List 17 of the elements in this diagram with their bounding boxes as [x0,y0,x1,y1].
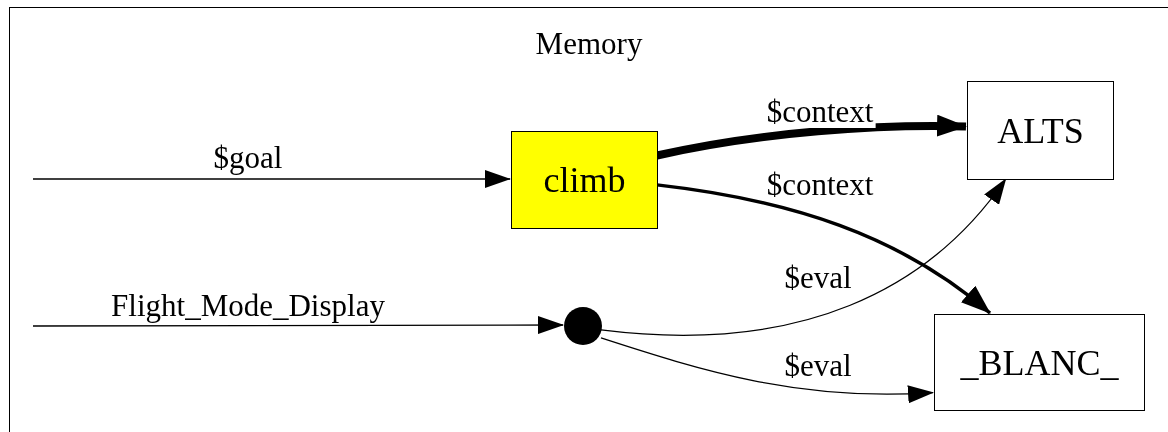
process-box [934,314,1145,411]
edge-label: Flight_Mode_Display [109,290,387,322]
memory-frame [9,7,1168,432]
node-label: ALTS [997,109,1084,152]
arrow [656,115,967,160]
junction-dot [564,307,602,345]
arrow [600,178,1007,336]
node-label: _BLANC_ [960,341,1119,384]
edge-label: $goal [211,142,285,174]
process-box [511,131,658,229]
process-box [967,81,1114,180]
arrow [656,183,992,315]
node-label: climb [543,159,626,201]
arrow [600,337,934,403]
arrow [32,170,511,188]
arrow [32,316,564,335]
group-title: Memory [535,26,643,62]
